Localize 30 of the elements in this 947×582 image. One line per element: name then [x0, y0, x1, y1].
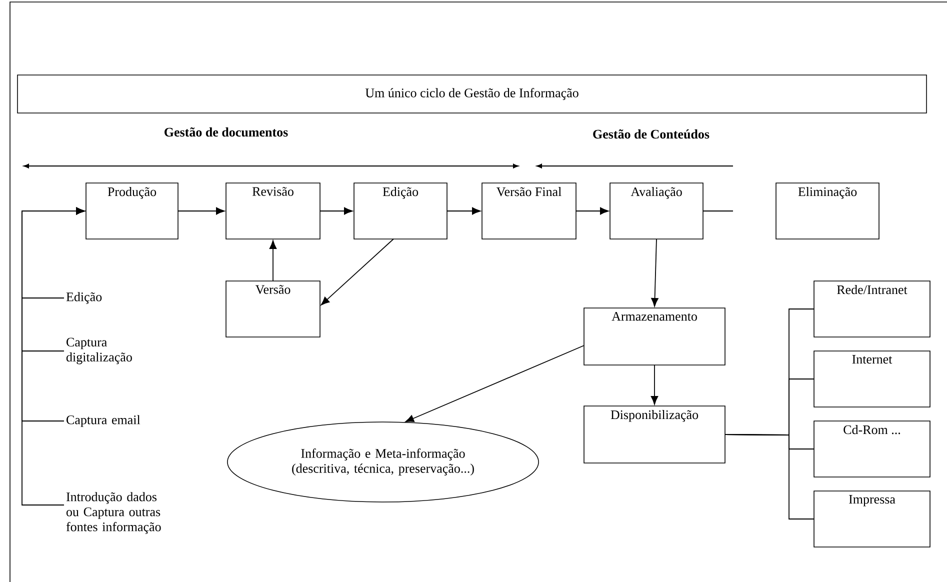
process-box: Cd-Rom ...	[814, 420, 930, 478]
process-box: Produção	[86, 182, 178, 240]
title-box: Um único ciclo de Gestão de Informação	[17, 74, 927, 114]
input-label: Introdução dados ou Captura outras fontes informação	[66, 492, 161, 534]
arrow	[651, 238, 658, 307]
arrow	[405, 345, 584, 422]
section-label: Gestão de documentos	[164, 127, 288, 137]
process-box: Avaliação	[610, 182, 704, 240]
arrow	[650, 364, 658, 405]
arrow	[320, 238, 394, 306]
process-box: Rede/Intranet	[814, 280, 930, 338]
input-label: Captura digitalização	[66, 338, 132, 364]
process-box: Disponibilização	[584, 406, 726, 464]
input-label: Captura email	[66, 415, 140, 427]
process-box: Armazenamento	[584, 308, 726, 366]
process-box: Edição	[354, 182, 448, 240]
arrow	[446, 207, 481, 215]
section-label: Gestão de Conteúdos	[593, 129, 710, 139]
process-box: Eliminação	[776, 182, 880, 240]
process-box: Versão Final	[482, 182, 576, 240]
arrow	[269, 240, 277, 282]
arrow	[576, 207, 609, 215]
arrow	[178, 207, 225, 215]
process-box: Versão	[226, 280, 320, 338]
input-label: Edição	[66, 292, 102, 304]
process-box: Impressa	[814, 490, 930, 548]
process-box: Revisão	[226, 182, 320, 240]
arrow	[22, 207, 85, 506]
arrow	[320, 207, 353, 215]
process-box: Internet	[814, 350, 930, 408]
